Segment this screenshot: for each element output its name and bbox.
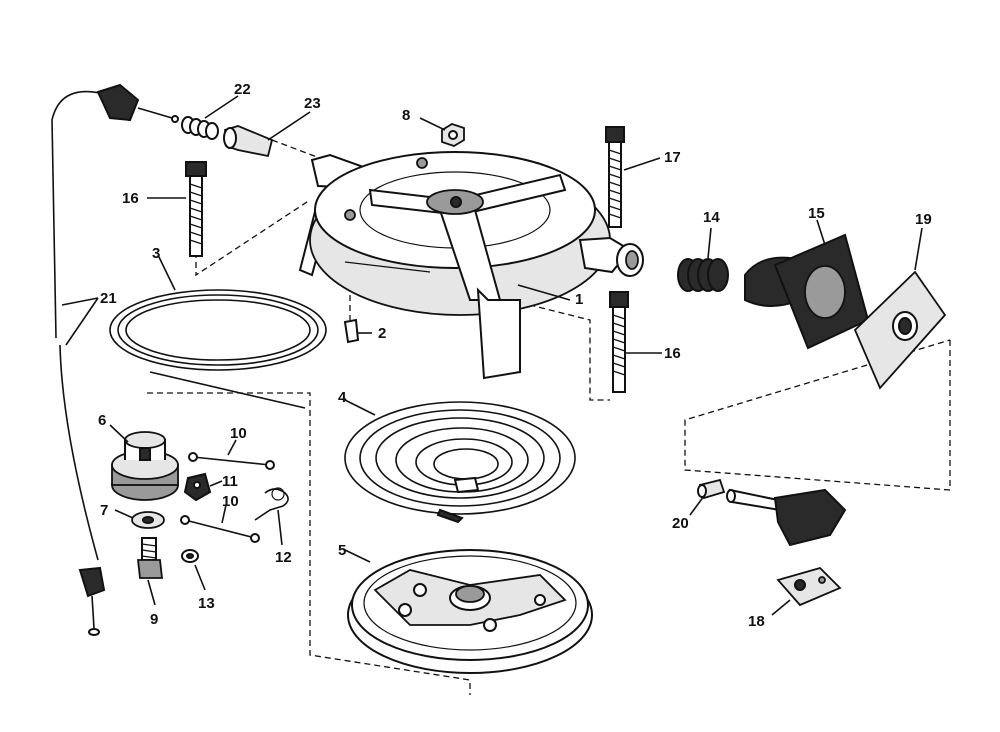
label-part-6: 6 xyxy=(98,412,106,429)
starter-cable xyxy=(51,83,179,636)
nut-8 xyxy=(441,123,465,147)
label-part-1: 1 xyxy=(575,291,583,308)
label-part-7: 7 xyxy=(100,502,108,519)
handle-guide-15 xyxy=(744,233,870,350)
label-part-21: 21 xyxy=(100,290,117,307)
label-part-3: 3 xyxy=(152,245,160,262)
screw-16-left xyxy=(185,161,207,257)
plunger-23 xyxy=(223,125,274,158)
rewind-spring-4 xyxy=(344,401,576,524)
label-part-20: 20 xyxy=(672,515,689,532)
link-10-upper xyxy=(188,452,275,470)
spring-14 xyxy=(677,258,729,292)
spring-12 xyxy=(254,487,289,521)
label-part-16-right: 16 xyxy=(664,345,681,362)
label-part-11: 11 xyxy=(222,473,238,490)
screw-17 xyxy=(605,126,625,228)
label-part-18: 18 xyxy=(748,613,765,630)
label-part-17: 17 xyxy=(664,149,681,166)
bolt-9 xyxy=(136,537,164,579)
label-part-2: 2 xyxy=(378,325,386,342)
label-part-4: 4 xyxy=(338,389,347,406)
plate-19 xyxy=(853,270,947,390)
label-part-10-lower: 10 xyxy=(222,493,239,510)
label-part-16-left: 16 xyxy=(122,190,139,207)
label-part-5: 5 xyxy=(338,542,346,559)
label-part-15: 15 xyxy=(808,205,825,222)
pawl-hub-6 xyxy=(111,431,179,501)
clip-13 xyxy=(181,549,199,563)
part-labels: 1 2 3 4 5 6 7 8 9 10 11 10 12 13 14 15 1… xyxy=(98,81,932,630)
link-10-lower xyxy=(180,515,260,543)
washer-7 xyxy=(131,511,165,529)
label-part-14: 14 xyxy=(703,209,720,226)
label-part-12: 12 xyxy=(275,549,292,566)
label-part-23: 23 xyxy=(304,95,321,112)
label-part-8: 8 xyxy=(402,107,410,124)
starter-handle xyxy=(726,488,847,547)
leader-lines xyxy=(61,95,923,616)
screw-16-right xyxy=(609,291,629,393)
roll-pin-20 xyxy=(697,478,726,500)
pulley-5 xyxy=(347,549,593,674)
rope-coil-3 xyxy=(109,289,327,409)
starter-housing xyxy=(298,151,644,380)
pawl-11 xyxy=(183,472,212,502)
label-part-9: 9 xyxy=(150,611,158,628)
label-part-10-upper: 10 xyxy=(230,425,247,442)
spring-22 xyxy=(181,116,219,140)
pin-2 xyxy=(343,318,360,344)
label-part-13: 13 xyxy=(198,595,215,612)
retainer-18 xyxy=(776,566,842,607)
label-part-22: 22 xyxy=(234,81,251,98)
label-part-19: 19 xyxy=(915,211,932,228)
